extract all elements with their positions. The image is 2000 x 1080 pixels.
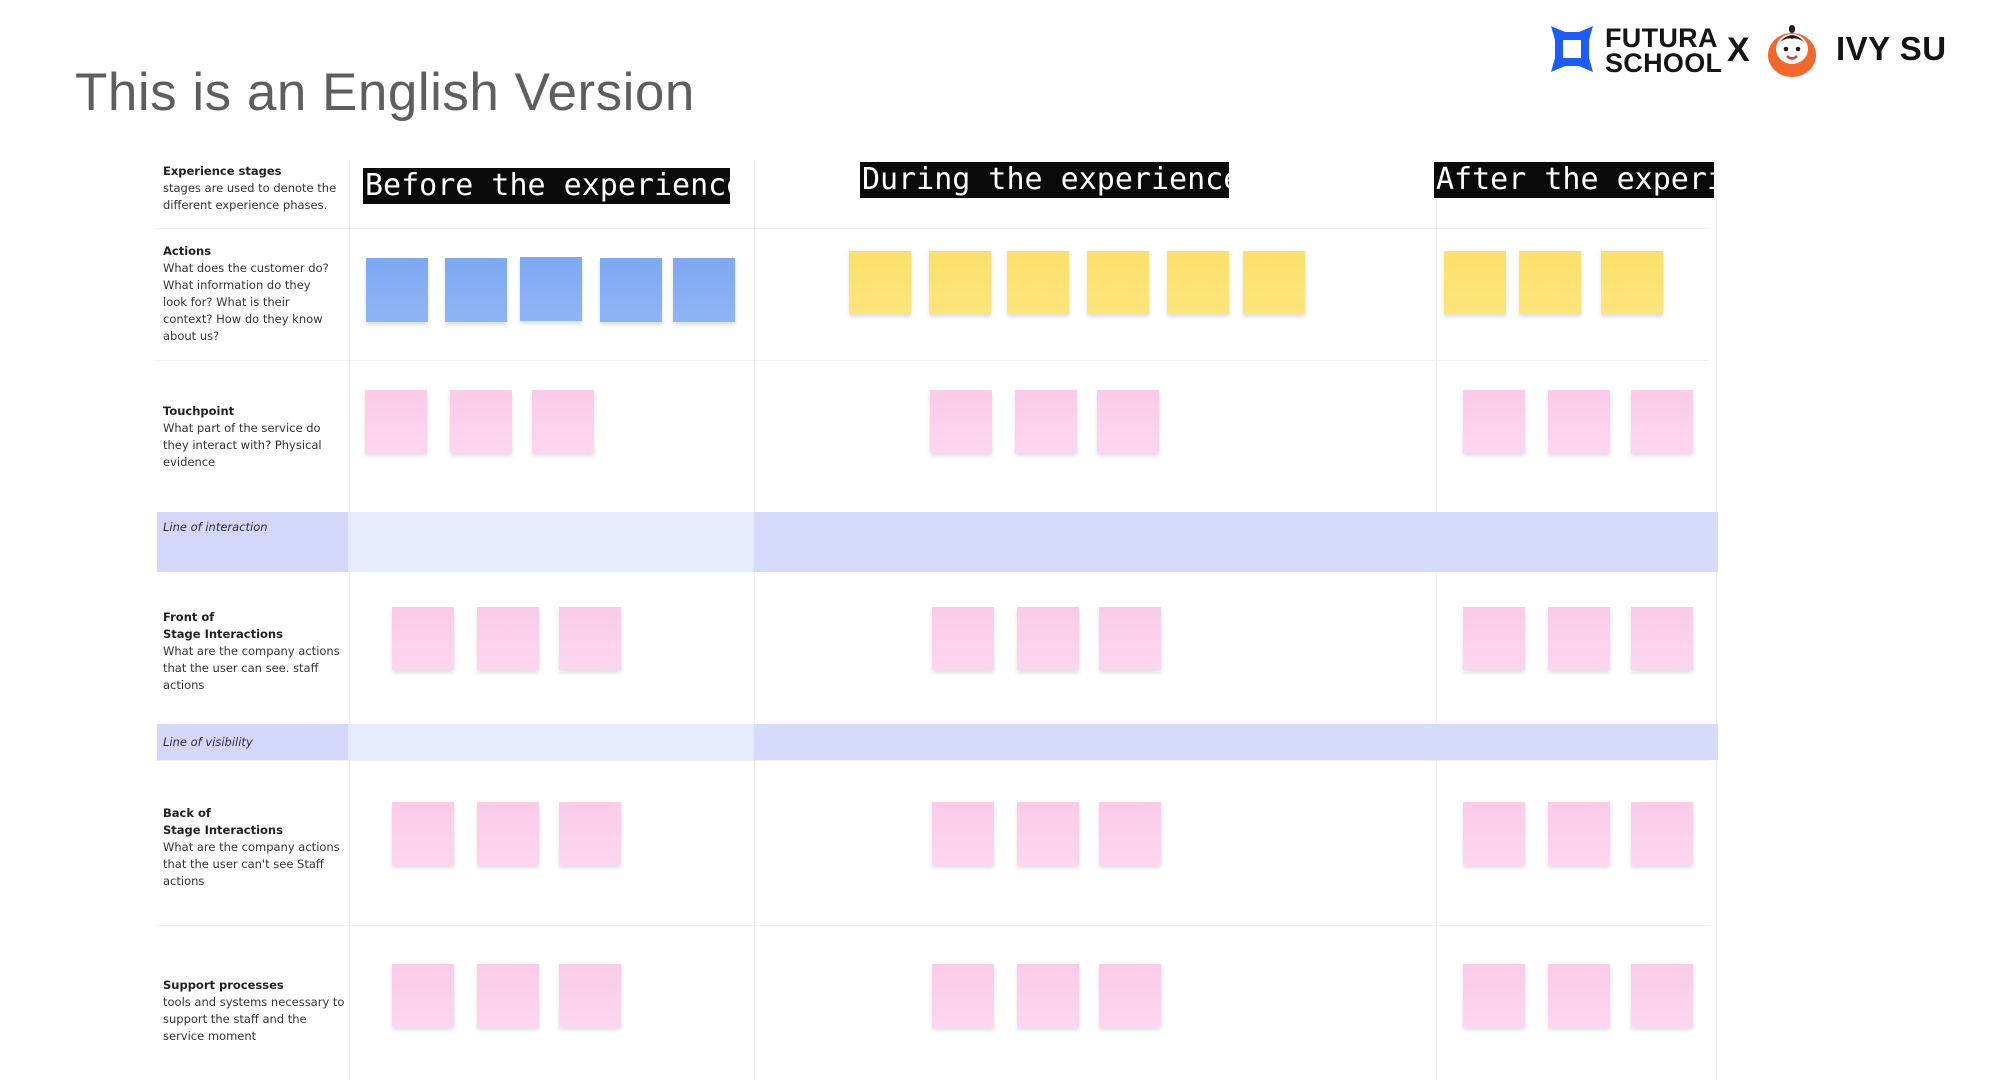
grid-divider [1716,160,1717,1080]
sticky-note[interactable] [1007,251,1069,314]
sticky-note[interactable] [1548,964,1610,1027]
sticky-note[interactable] [477,964,539,1027]
stage-header-after[interactable]: After the experi [1434,162,1714,198]
sticky-note[interactable] [1017,964,1079,1027]
futura-school-logo-icon [1551,26,1593,72]
line-of-visibility-band-segment [754,724,1718,760]
sticky-note[interactable] [1017,607,1079,670]
sticky-note[interactable] [1631,607,1693,670]
sticky-note[interactable] [1631,964,1693,1027]
sticky-note[interactable] [1548,390,1610,453]
mascot-avatar-icon [1768,25,1816,77]
lane-divider [156,760,1709,761]
sticky-note[interactable] [532,390,594,453]
line-of-interaction-label: Line of interaction [163,520,268,534]
sticky-note[interactable] [1017,802,1079,865]
sticky-note[interactable] [1631,802,1693,865]
sticky-note[interactable] [1463,802,1525,865]
line-of-visibility-band-segment [348,724,754,760]
row-label-support-processes: Support processes tools and systems nece… [163,978,345,1043]
row-label-front-stage: Front of Stage Interactions What are the… [163,610,340,692]
row-label-actions: Actions What does the customer do? What … [163,244,329,343]
line-of-visibility-band [157,724,348,760]
row-label-experience-stages: Experience stages stages are used to den… [163,164,337,212]
sticky-note[interactable] [673,258,735,322]
stage-header-during[interactable]: During the experience [860,162,1229,198]
sticky-note[interactable] [930,390,992,453]
sticky-note[interactable] [1015,390,1077,453]
sticky-note[interactable] [1548,802,1610,865]
brand-partner-name: IVY SU [1836,30,1947,67]
line-of-interaction-band-segment [348,512,754,572]
sticky-note[interactable] [365,390,427,453]
sticky-note[interactable] [477,607,539,670]
grid-divider [1436,160,1437,1080]
sticky-note[interactable] [1099,964,1161,1027]
brand-school-name: FUTURA SCHOOL [1605,23,1723,78]
sticky-note[interactable] [559,607,621,670]
lane-divider [156,925,1709,926]
grid-divider [349,160,350,1080]
sticky-note[interactable] [392,607,454,670]
sticky-note[interactable] [520,257,582,321]
grid-divider [754,160,755,1080]
sticky-note[interactable] [1463,390,1525,453]
lane-divider [156,360,1709,361]
stage-header-before[interactable]: Before the experience [363,168,730,204]
sticky-note[interactable] [1167,251,1229,314]
line-of-interaction-band-segment [754,512,1718,572]
sticky-note[interactable] [392,964,454,1027]
sticky-note[interactable] [1548,607,1610,670]
sticky-note[interactable] [1631,390,1693,453]
sticky-note[interactable] [600,258,662,322]
sticky-note[interactable] [1099,802,1161,865]
sticky-note[interactable] [849,251,911,314]
sticky-note[interactable] [1463,964,1525,1027]
sticky-note[interactable] [559,802,621,865]
sticky-note[interactable] [932,607,994,670]
sticky-note[interactable] [1519,251,1581,314]
page-title: This is an English Version [75,63,695,122]
sticky-note[interactable] [450,390,512,453]
sticky-note[interactable] [1243,251,1305,314]
sticky-note[interactable] [392,802,454,865]
row-label-touchpoint: Touchpoint What part of the service do t… [163,404,322,469]
brand-separator: X [1727,31,1750,69]
lane-divider [156,228,1709,229]
row-label-back-stage: Back of Stage Interactions What are the … [163,806,340,888]
sticky-note[interactable] [1097,390,1159,453]
line-of-interaction-band [157,512,348,572]
sticky-note[interactable] [1601,251,1663,314]
sticky-note[interactable] [477,802,539,865]
sticky-note[interactable] [559,964,621,1027]
sticky-note[interactable] [929,251,991,314]
sticky-note[interactable] [366,258,428,322]
sticky-note[interactable] [1463,607,1525,670]
sticky-note[interactable] [1444,251,1506,314]
sticky-note[interactable] [1099,607,1161,670]
sticky-note[interactable] [1087,251,1149,314]
sticky-note[interactable] [932,964,994,1027]
sticky-note[interactable] [932,802,994,865]
line-of-visibility-label: Line of visibility [163,735,253,749]
sticky-note[interactable] [445,258,507,322]
